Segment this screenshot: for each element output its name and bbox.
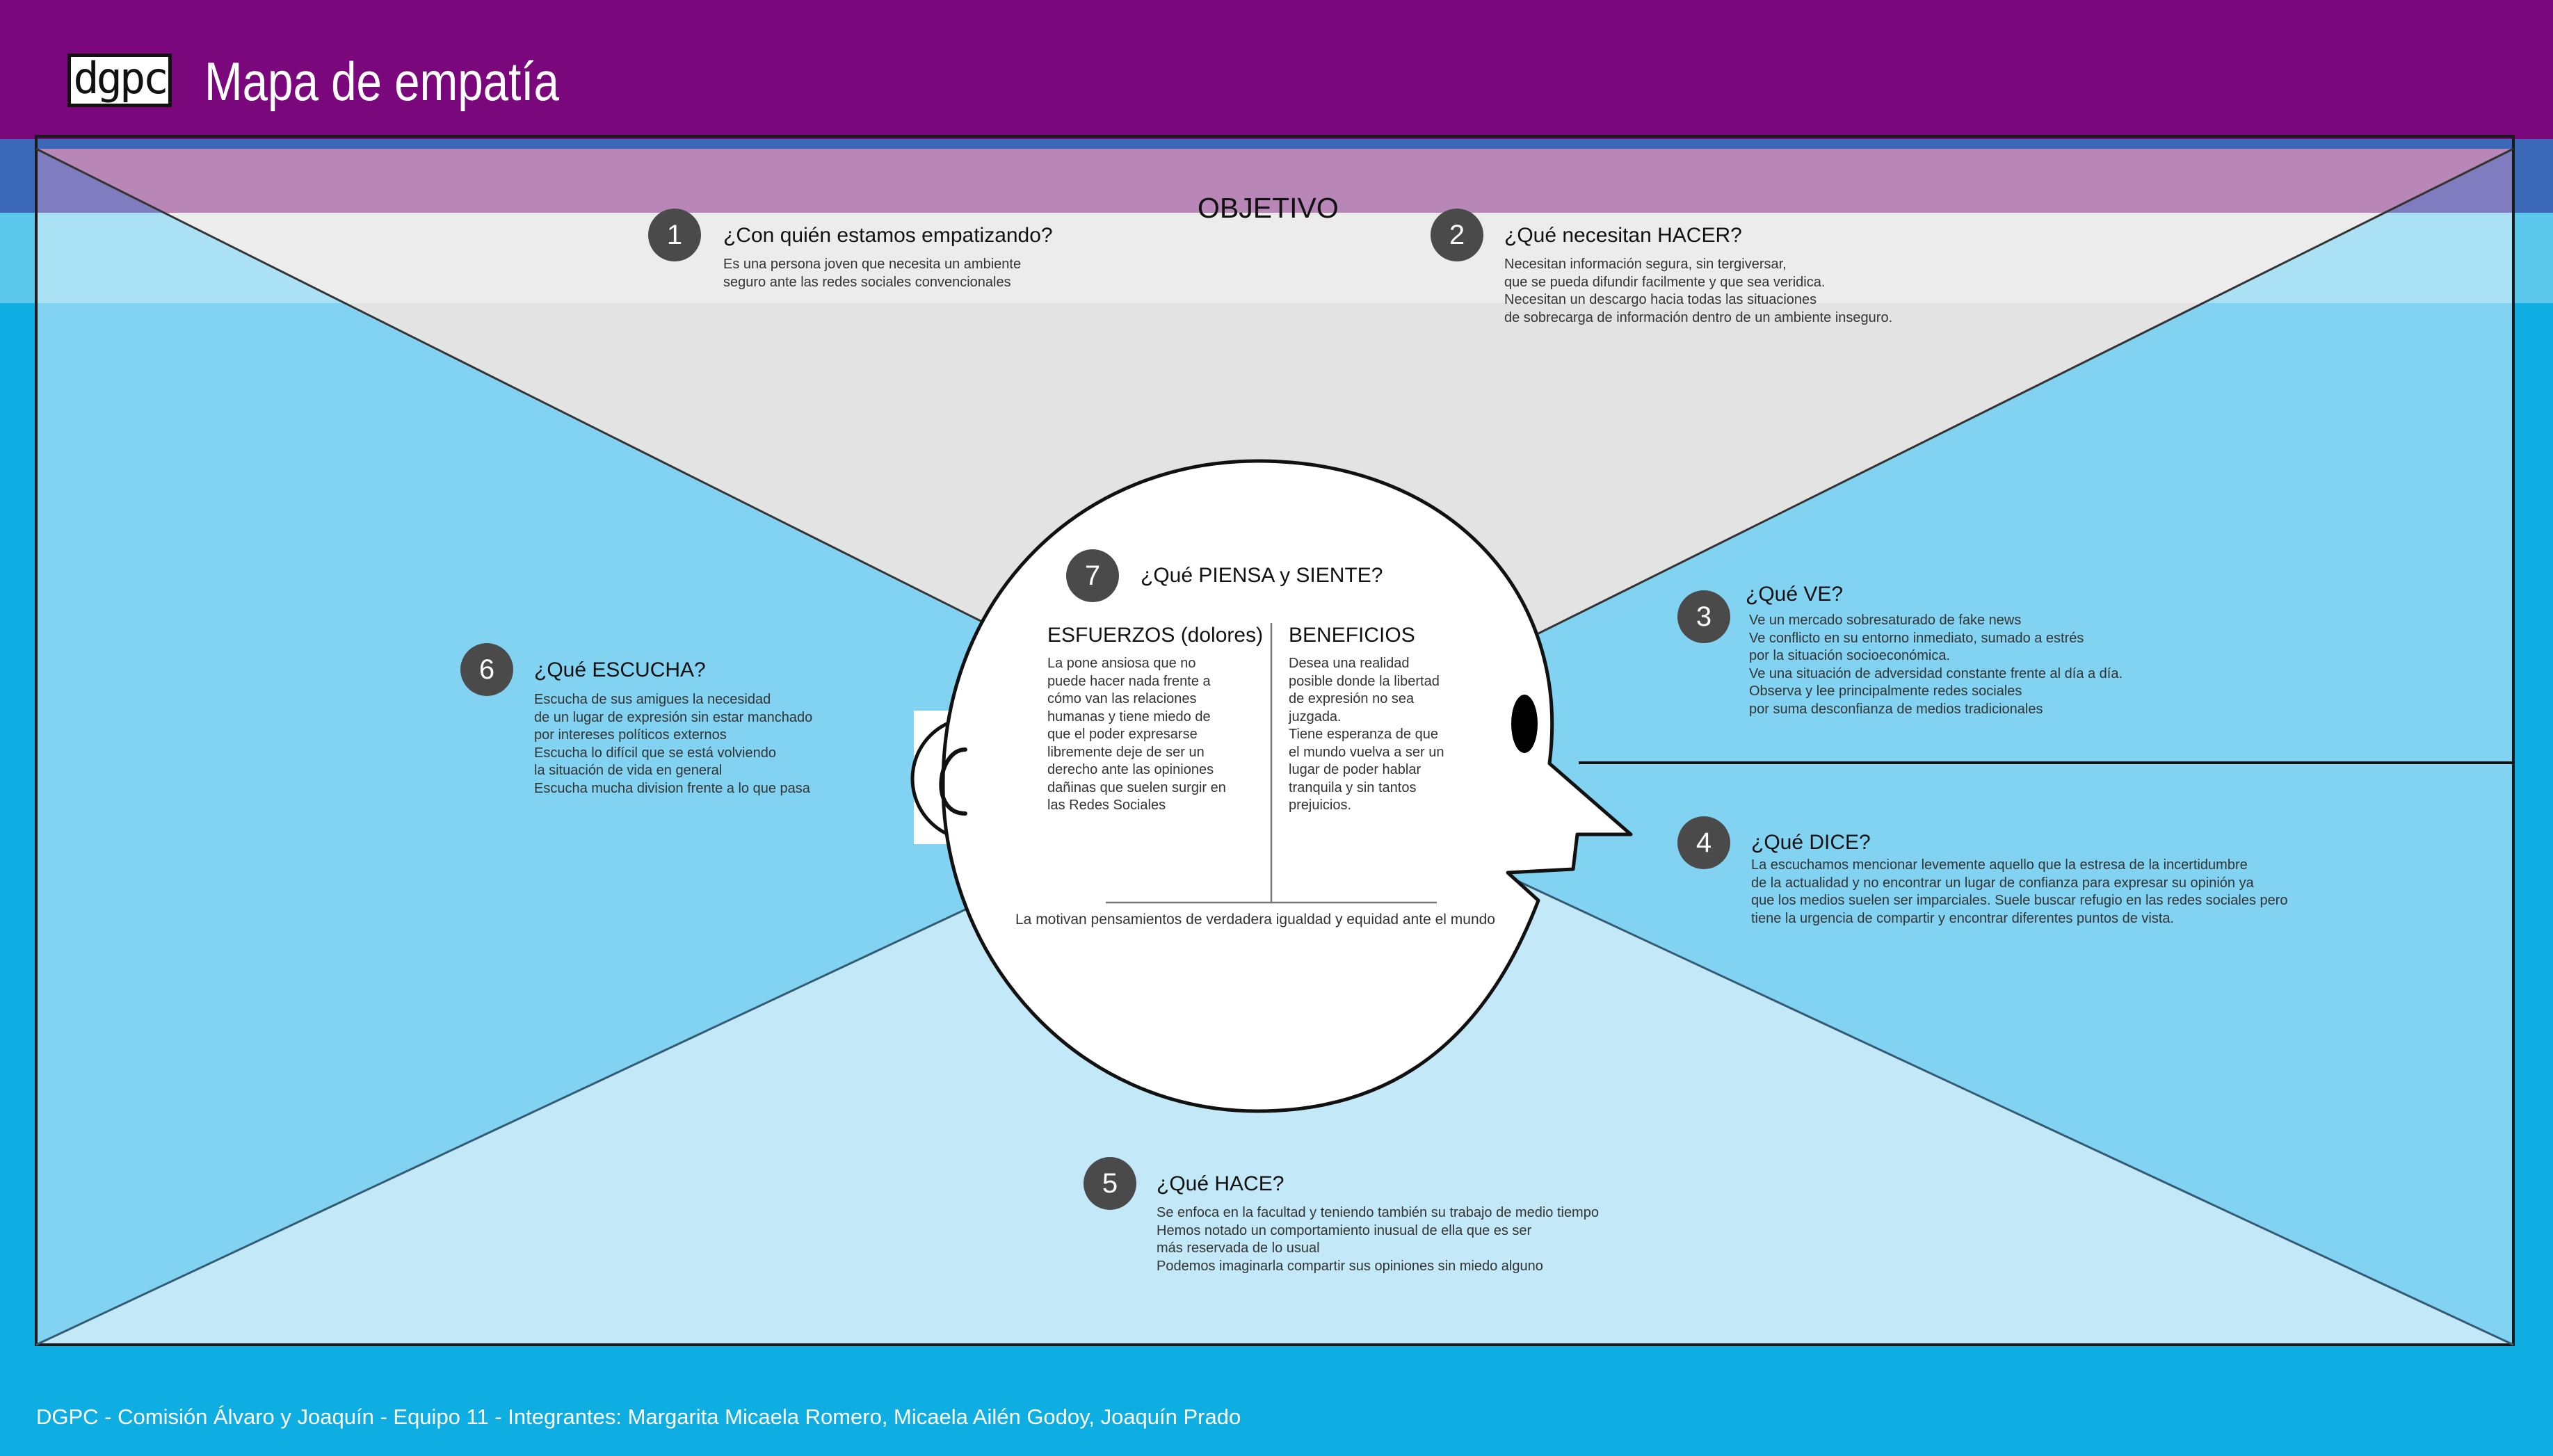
pains-title: ESFUERZOS (dolores) [1047, 624, 1264, 647]
section-5-title: ¿Qué HACE? [1157, 1172, 1284, 1195]
section-5-badge: 5 [1084, 1157, 1136, 1210]
section-1-title: ¿Con quién estamos empatizando? [723, 224, 1053, 247]
section-3-title: ¿Qué VE? [1746, 583, 1844, 606]
quadrant-right [1271, 149, 2513, 1345]
section-2-text: Necesitan información segura, sin tergiv… [1504, 257, 1893, 325]
head-figure [910, 459, 1633, 1113]
section-6-title: ¿Qué ESCUCHA? [534, 658, 706, 681]
section-3-text: Ve un mercado sobresaturado de fake news… [1749, 613, 2123, 717]
head-ear-swirl [939, 747, 967, 816]
section-4-title: ¿Qué DICE? [1751, 831, 1871, 854]
quadrant-top-objetivo [36, 149, 2513, 766]
section-3-badge: 3 [1677, 590, 1730, 643]
gains-title: BENEFICIOS [1289, 624, 1415, 647]
section-4-text: La escuchamos mencionar levemente aquell… [1751, 857, 2288, 926]
quadrant-left [36, 149, 1271, 1345]
section-1-badge: 1 [648, 209, 701, 261]
overlay-band-light [0, 213, 2553, 303]
section-6-text: Escucha de sus amigues la necesidad de u… [534, 692, 813, 796]
gains-text: Desea una realidad posible donde la libe… [1289, 656, 1444, 813]
objetivo-label: OBJETIVO [1198, 192, 1339, 224]
overlay-band-dark [0, 136, 2553, 213]
section-2-title: ¿Qué necesitan HACER? [1504, 224, 1742, 247]
page-title: Mapa de empatía [204, 51, 559, 112]
section-4-badge: 4 [1677, 816, 1730, 869]
pains-text: La pone ansiosa que no puede hacer nada … [1047, 656, 1226, 813]
head-eye [1511, 695, 1538, 753]
section-2-badge: 2 [1431, 209, 1483, 261]
section-5-text: Se enfoca en la facultad y teniendo tamb… [1157, 1205, 1599, 1274]
section-6-badge: 6 [460, 643, 513, 696]
dgpc-logo: dgpc [67, 54, 172, 107]
section-7-badge: 7 [1066, 549, 1119, 602]
footer-credits: DGPC - Comisión Álvaro y Joaquín - Equip… [36, 1405, 1241, 1429]
thinks-summary: La motivan pensamientos de verdadera igu… [1015, 912, 1495, 928]
section-7-title: ¿Qué PIENSA y SIENTE? [1141, 564, 1383, 587]
section-1-text: Es una persona joven que necesita un amb… [723, 257, 1022, 290]
header-bar [0, 0, 2553, 139]
board-frame [35, 135, 2515, 1346]
